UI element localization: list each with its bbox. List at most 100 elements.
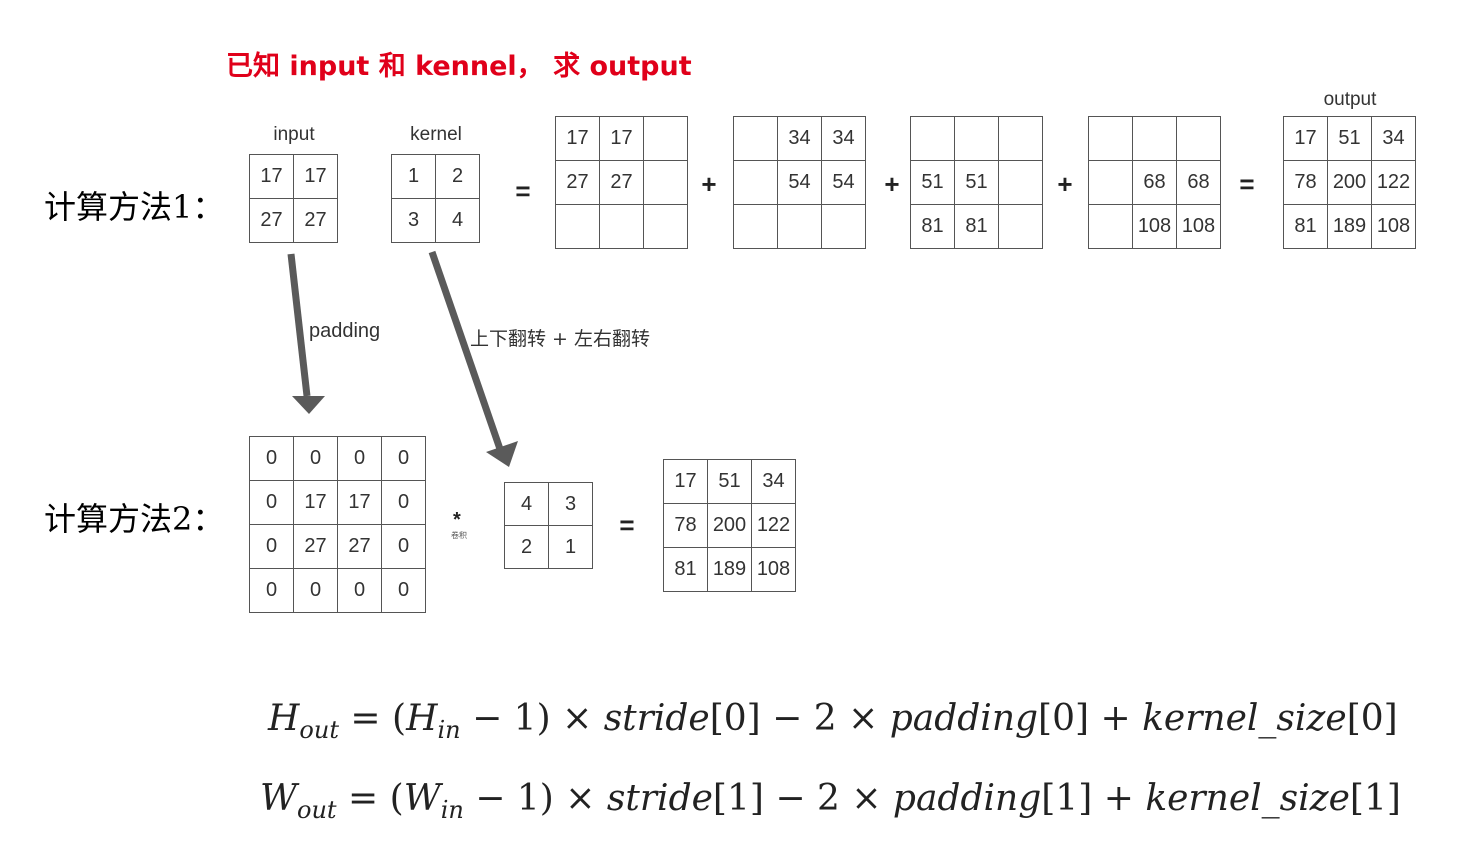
method-2-label: 计算方法2： (44, 500, 225, 538)
matrix-cell: 17 (294, 155, 338, 199)
matrix-cell: 3 (392, 199, 436, 243)
matrix-cell (955, 117, 999, 161)
formula-w-rest-a: − 1) × (463, 778, 607, 819)
matrix-cell: 0 (382, 569, 426, 613)
formula-h-in: H (406, 698, 438, 739)
matrix-cell: 108 (1133, 205, 1177, 249)
matrix-cell: 51 (1328, 117, 1372, 161)
matrix-cell: 0 (250, 481, 294, 525)
matrix-cell: 200 (708, 504, 752, 548)
matrix-cell: 68 (1133, 161, 1177, 205)
formula-w-idx-a: [1] − 2 × (712, 778, 893, 819)
matrix-cell (1089, 205, 1133, 249)
formula-w-in-sub: in (440, 796, 464, 825)
matrix-cell: 122 (1372, 161, 1416, 205)
formula-h-rest-a: − 1) × (460, 698, 604, 739)
matrix-cell: 81 (955, 205, 999, 249)
matrix-cell: 0 (338, 437, 382, 481)
matrix-cell: 0 (250, 437, 294, 481)
matrix-cell: 108 (1177, 205, 1221, 249)
matrix-cell: 17 (250, 155, 294, 199)
matrix-cell (999, 161, 1043, 205)
matrix-cell: 0 (250, 569, 294, 613)
matrix-cell (734, 205, 778, 249)
matrix-cell: 17 (1284, 117, 1328, 161)
matrix-cell: 4 (436, 199, 480, 243)
matrix-cell: 0 (382, 481, 426, 525)
formula-h-stride: stride (603, 698, 710, 739)
formula-h-lhs-sub: out (299, 716, 339, 745)
input-label: input (273, 124, 315, 145)
matrix-cell: 78 (664, 504, 708, 548)
formula-h-lhs: H (268, 698, 300, 739)
matrix-cell: 0 (382, 437, 426, 481)
method-1-label: 计算方法1： (44, 188, 225, 226)
matrix-cell (644, 161, 688, 205)
formula-w-lhs-sub: out (297, 796, 337, 825)
matrix-cell (778, 205, 822, 249)
output-label: output (1323, 89, 1377, 110)
matrix-cell (1177, 117, 1221, 161)
matrix-cell: 17 (338, 481, 382, 525)
matrix-cell: 27 (600, 161, 644, 205)
matrix-cell: 0 (250, 525, 294, 569)
matrix-cell: 51 (708, 460, 752, 504)
matrix-cell: 81 (911, 205, 955, 249)
flip-arrow-label: 上下翻转 + 左右翻转 (470, 328, 650, 350)
conv-operator: * (453, 509, 461, 531)
matrix-cell: 27 (338, 525, 382, 569)
matrix-cell (1089, 117, 1133, 161)
formula-w-lhs: W (260, 778, 298, 819)
formula-h-in-sub: in (437, 716, 461, 745)
matrix-cell: 2 (436, 155, 480, 199)
matrix-cell: 54 (822, 161, 866, 205)
formula-w-kernel-size: kernel_size (1145, 778, 1350, 819)
matrix-cell (734, 117, 778, 161)
matrix-cell: 200 (1328, 161, 1372, 205)
matrix-cell: 51 (955, 161, 999, 205)
m1-plus-2: + (884, 169, 900, 199)
padding-arrow (287, 253, 325, 414)
matrix-cell: 54 (778, 161, 822, 205)
matrix-cell (644, 117, 688, 161)
m1-equals-2: = (1239, 169, 1255, 199)
matrix-cell (911, 117, 955, 161)
matrix-cell: 68 (1177, 161, 1221, 205)
matrix-cell: 27 (250, 199, 294, 243)
flip-arrow (428, 250, 518, 467)
formula-w-padding: padding (892, 778, 1042, 819)
matrix-cell: 27 (294, 199, 338, 243)
matrix-cell: 0 (294, 437, 338, 481)
matrix-cell: 189 (708, 548, 752, 592)
matrix-cell: 122 (752, 504, 796, 548)
m2-equals: = (619, 510, 635, 540)
formula-h-idx-a: [0] − 2 × (709, 698, 890, 739)
matrix-cell: 0 (338, 569, 382, 613)
matrix-cell (556, 205, 600, 249)
formula-h: Hout = (Hin − 1) × stride[0] − 2 × paddi… (268, 698, 1398, 744)
matrix-cell (644, 205, 688, 249)
matrix-cell: 34 (822, 117, 866, 161)
formula-w: Wout = (Win − 1) × stride[1] − 2 × paddi… (260, 778, 1401, 824)
matrix-cell: 0 (382, 525, 426, 569)
matrix-cell (1089, 161, 1133, 205)
matrix-cell (734, 161, 778, 205)
matrix-cell: 4 (505, 483, 549, 526)
matrix-cell: 34 (778, 117, 822, 161)
matrix-cell: 34 (1372, 117, 1416, 161)
formula-h-kernel-size: kernel_size (1142, 698, 1347, 739)
matrix-cell: 27 (556, 161, 600, 205)
conv-operator-caption: 卷积 (451, 531, 467, 540)
matrix-cell: 17 (600, 117, 644, 161)
matrix-cell: 2 (505, 526, 549, 569)
matrix-cell: 17 (556, 117, 600, 161)
m1-plus-3: + (1057, 169, 1073, 199)
